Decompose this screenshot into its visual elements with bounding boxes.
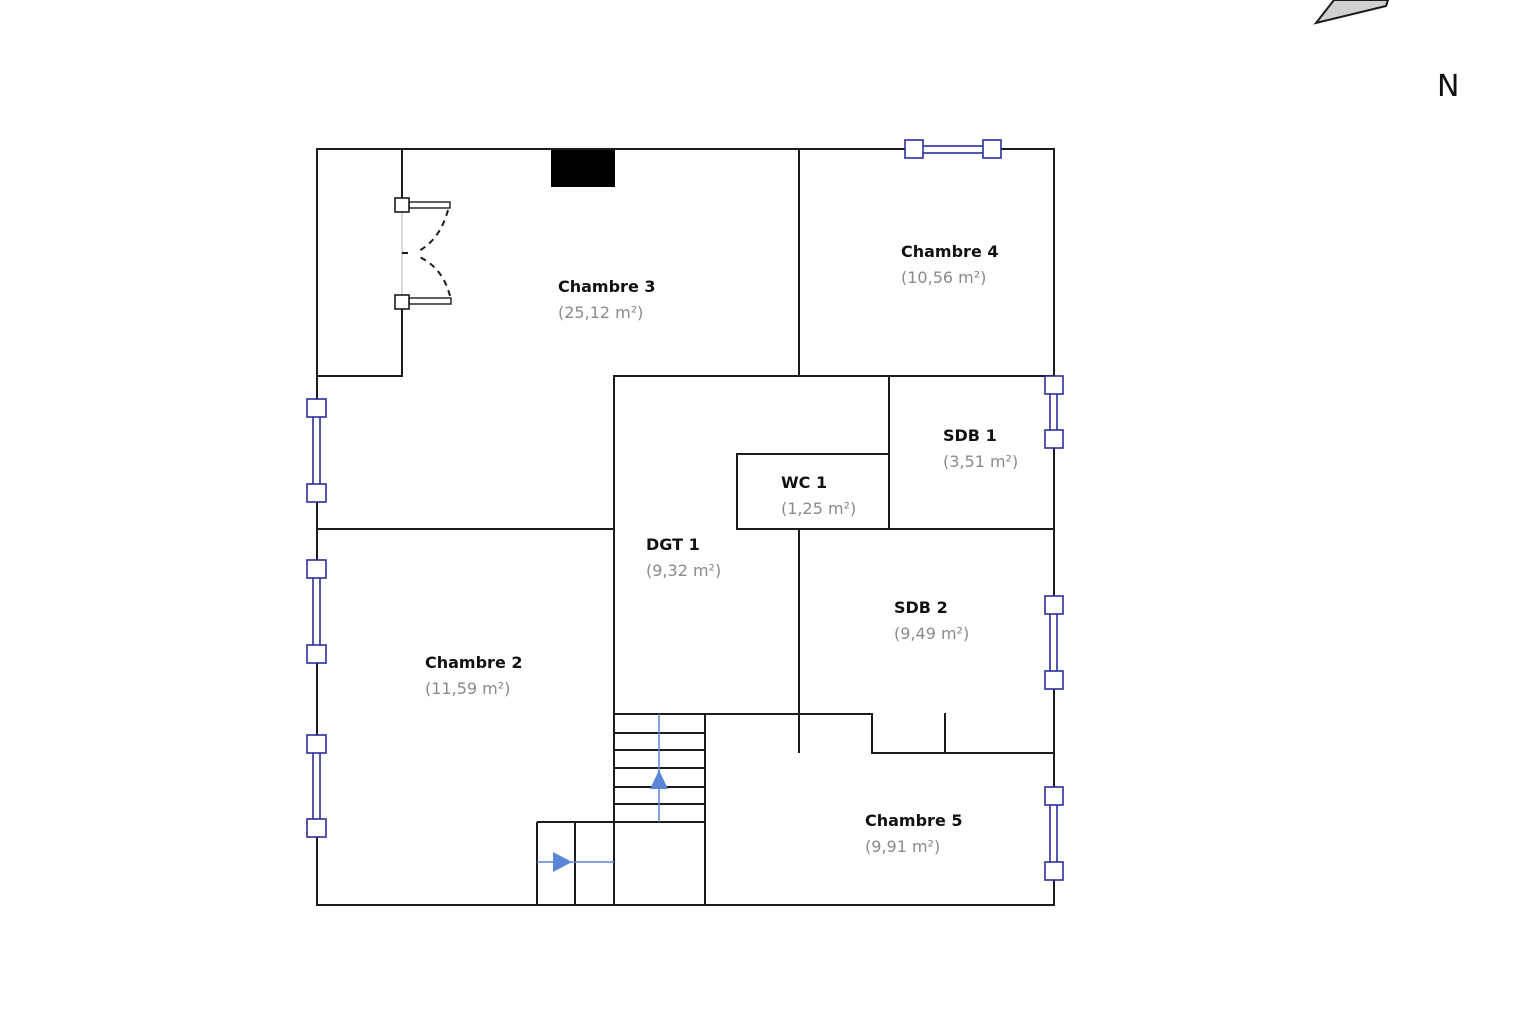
room-chambre-4[interactable]: Chambre 4 (10,56 m²) <box>901 242 999 287</box>
compass: N <box>1313 0 1459 104</box>
room-name: WC 1 <box>781 473 827 492</box>
room-name: Chambre 3 <box>558 277 656 296</box>
room-name: Chambre 4 <box>901 242 999 261</box>
room-name: SDB 1 <box>943 426 997 445</box>
room-area: (9,32 m²) <box>646 561 721 580</box>
window-chambre-5 <box>1044 786 1064 881</box>
room-chambre-3[interactable]: Chambre 3 (25,12 m²) <box>558 277 656 322</box>
room-area: (9,49 m²) <box>894 624 969 643</box>
exterior-walls <box>316 148 1055 906</box>
room-chambre-5[interactable]: Chambre 5 (9,91 m²) <box>865 811 963 856</box>
windows <box>306 139 1064 881</box>
room-name: Chambre 2 <box>425 653 523 672</box>
room-chambre-2[interactable]: Chambre 2 (11,59 m²) <box>425 653 523 698</box>
room-area: (11,59 m²) <box>425 679 510 698</box>
room-area: (9,91 m²) <box>865 837 940 856</box>
window-chambre-4 <box>904 139 1002 159</box>
room-sdb-2[interactable]: SDB 2 (9,49 m²) <box>894 598 969 643</box>
stair-up-arrow-icon <box>650 770 668 789</box>
interior-walls <box>316 148 1055 754</box>
room-wc-1[interactable]: WC 1 (1,25 m²) <box>781 473 856 518</box>
room-area: (1,25 m²) <box>781 499 856 518</box>
stair-right-arrow-icon <box>553 852 572 872</box>
window-sdb-1 <box>1044 375 1064 449</box>
window-chambre-3 <box>306 398 327 503</box>
room-name: Chambre 5 <box>865 811 963 830</box>
room-area: (25,12 m²) <box>558 303 643 322</box>
closet-door[interactable] <box>394 197 452 310</box>
north-arrow-icon <box>1313 0 1390 25</box>
room-area: (10,56 m²) <box>901 268 986 287</box>
window-chambre-2-lower <box>306 734 327 838</box>
room-sdb-1[interactable]: SDB 1 (3,51 m²) <box>943 426 1018 471</box>
staircase <box>536 714 706 905</box>
room-area: (3,51 m²) <box>943 452 1018 471</box>
window-chambre-2-upper <box>306 559 327 664</box>
window-sdb-2 <box>1044 595 1064 690</box>
north-label: N <box>1437 69 1459 104</box>
room-name: DGT 1 <box>646 535 700 554</box>
room-name: SDB 2 <box>894 598 948 617</box>
chimney-block <box>551 150 615 187</box>
room-dgt-1[interactable]: DGT 1 (9,32 m²) <box>646 535 721 580</box>
